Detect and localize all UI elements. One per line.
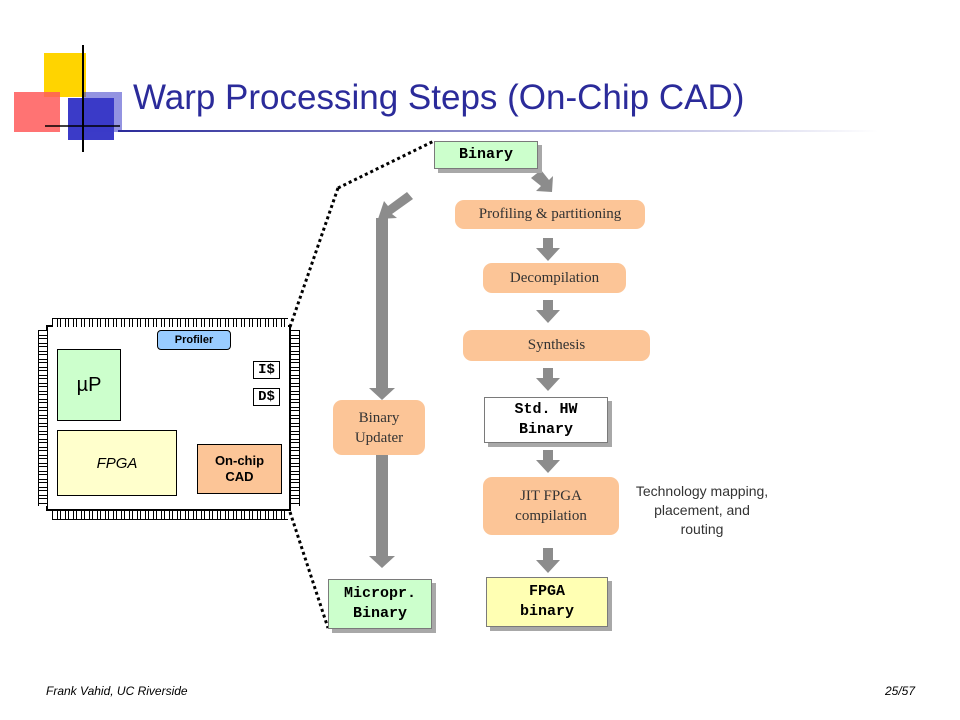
fpga-binary-line1: FPGA (528, 583, 565, 600)
slide-logo (14, 45, 122, 152)
fpga-binary-doc: FPGA binary (486, 577, 608, 627)
microprocessor-label: µP (76, 373, 102, 396)
fpga-block: FPGA (57, 430, 177, 496)
synthesis-label: Synthesis (527, 337, 586, 353)
chip-pins-left (38, 330, 47, 506)
icache-label: I$ (258, 362, 275, 378)
synthesis-step: Synthesis (463, 330, 650, 361)
binary-updater-step: Binary Updater (333, 400, 425, 455)
profiler-block: Profiler (157, 330, 231, 350)
jit-compilation-step: JIT FPGA compilation (483, 477, 619, 535)
profiling-step: Profiling & partitioning (455, 200, 645, 229)
decompilation-step: Decompilation (483, 263, 626, 293)
icache-block: I$ (253, 361, 280, 379)
std-hw-line2: Binary (518, 421, 573, 438)
onchip-cad-line1: On-chip (214, 453, 265, 468)
binary-label: Binary (458, 146, 513, 163)
chip-pins-top (52, 318, 288, 327)
micropr-line1: Micropr. (343, 585, 416, 602)
std-hw-line1: Std. HW (514, 401, 578, 418)
footer-page-number: 25/57 (885, 684, 916, 698)
fpga-label: FPGA (96, 454, 138, 472)
zoom-line-top (288, 187, 340, 328)
std-hw-binary-doc: Std. HW Binary (484, 397, 608, 443)
fpga-binary-line2: binary (519, 603, 574, 620)
updater-line1: Binary (358, 409, 400, 426)
micropr-binary-doc: Micropr. Binary (328, 579, 432, 629)
jit-note-line1: Technology mapping, (635, 483, 769, 499)
decompilation-label: Decompilation (509, 269, 600, 286)
zoom-line-bottom (288, 511, 330, 629)
micropr-line2: Binary (352, 605, 407, 622)
jit-line2: compilation (515, 508, 587, 524)
profiler-label: Profiler (174, 334, 214, 346)
onchip-cad-line2: CAD (225, 469, 254, 484)
onchip-cad-block: On-chip CAD (197, 444, 282, 494)
dcache-block: D$ (253, 388, 280, 406)
flow-arrows (369, 170, 560, 573)
chip-pins-bottom (52, 511, 288, 520)
profiling-label: Profiling & partitioning (478, 206, 622, 222)
microprocessor-block: µP (57, 349, 121, 421)
title-underline (118, 130, 878, 132)
jit-line1: JIT FPGA (520, 488, 582, 504)
zoom-line-top2 (337, 139, 435, 190)
updater-line2: Updater (354, 429, 404, 446)
dcache-label: D$ (258, 389, 275, 405)
jit-note: Technology mapping, placement, and routi… (622, 482, 782, 539)
footer-author: Frank Vahid, UC Riverside (46, 684, 188, 698)
chip-pins-right (291, 330, 300, 506)
jit-note-line2: placement, and (654, 502, 750, 518)
slide-title: Warp Processing Steps (On-Chip CAD) (133, 78, 745, 117)
binary-doc: Binary (434, 141, 538, 169)
jit-note-line3: routing (680, 521, 724, 537)
